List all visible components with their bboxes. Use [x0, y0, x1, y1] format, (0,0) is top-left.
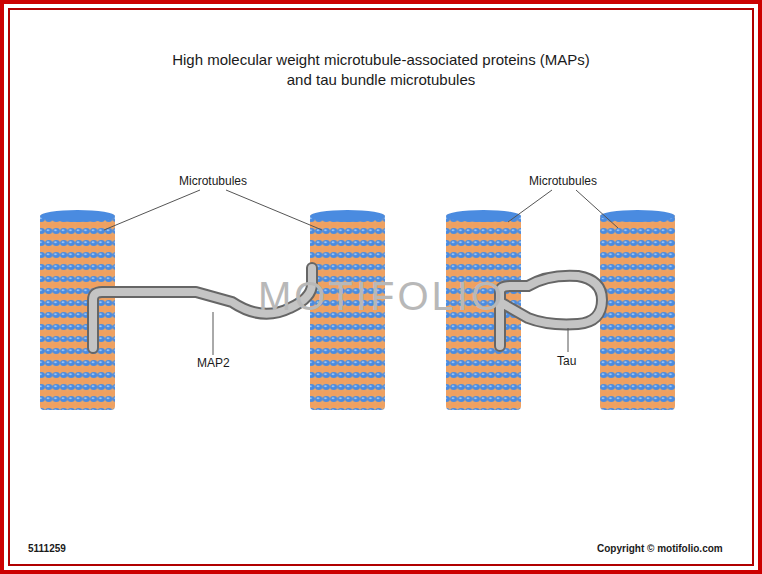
leader-lines — [104, 190, 618, 355]
figure-number: 5111259 — [28, 543, 66, 554]
part-label: MAP2 — [195, 356, 232, 370]
tau-protein — [500, 276, 602, 346]
title: High molecular weight microtubule-associ… — [161, 50, 601, 90]
part-label: Microtubules — [177, 174, 249, 188]
copyright-note: Copyright © motifolio.com — [597, 543, 723, 554]
watermark: MOTIFOLIO — [258, 274, 505, 319]
microtubules — [40, 210, 675, 410]
part-label: Microtubules — [527, 174, 599, 188]
frame-inner — [9, 9, 753, 565]
part-label: Tau — [555, 354, 578, 368]
